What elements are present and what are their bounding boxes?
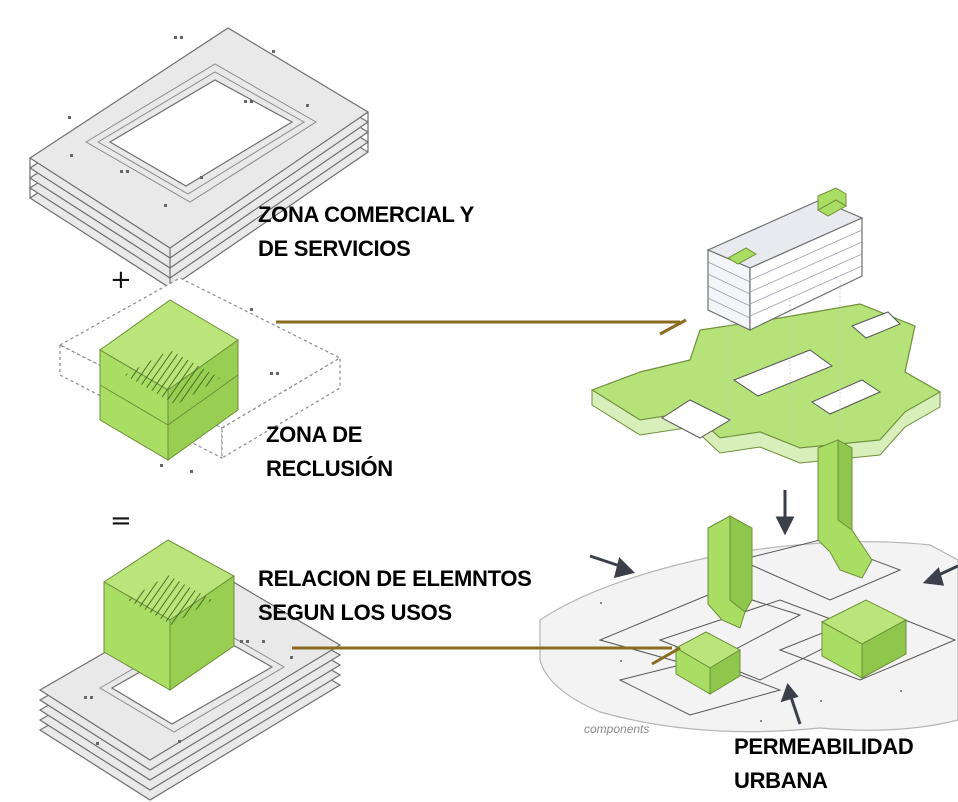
arrow-combined-to-site — [292, 646, 681, 666]
arrow-right-entry — [922, 564, 958, 586]
commercial-zone-label: ZONA COMERCIAL Y DE SERVICIOS — [258, 198, 474, 266]
permeability-label: PERMEABILIDAD URBANA — [734, 730, 914, 798]
reclusion-zone-line2: RECLUSIÓN — [266, 456, 393, 481]
permeability-line1: PERMEABILIDAD — [734, 734, 914, 759]
commercial-zone-stack — [28, 27, 370, 289]
commercial-zone-line1: ZONA COMERCIAL Y — [258, 202, 475, 227]
arrow-reclusion-to-tower — [276, 318, 687, 336]
relation-line2: SEGUN LOS USOS — [258, 600, 452, 625]
relation-line1: RELACION DE ELEMNTOS — [258, 566, 532, 591]
permeability-line2: URBANA — [734, 768, 828, 793]
reclusion-zone-line1: ZONA DE — [266, 422, 363, 447]
arrow-up-permeability — [780, 682, 802, 725]
relation-label: RELACION DE ELEMNTOS SEGUN LOS USOS — [258, 562, 532, 630]
combined-zones-stack — [38, 539, 342, 801]
reclusion-zone-label: ZONA DE RECLUSIÓN — [266, 418, 393, 486]
arrow-left-entry — [589, 554, 635, 579]
equals-sign: = — [110, 506, 132, 536]
arrow-down-top — [775, 490, 795, 536]
tower-on-green-plaza — [590, 187, 942, 464]
reclusion-zone-block — [58, 277, 342, 473]
components-caption: components — [584, 722, 650, 736]
plus-sign: + — [110, 265, 132, 295]
urban-permeability-site — [539, 439, 958, 733]
commercial-zone-line2: DE SERVICIOS — [258, 236, 411, 261]
